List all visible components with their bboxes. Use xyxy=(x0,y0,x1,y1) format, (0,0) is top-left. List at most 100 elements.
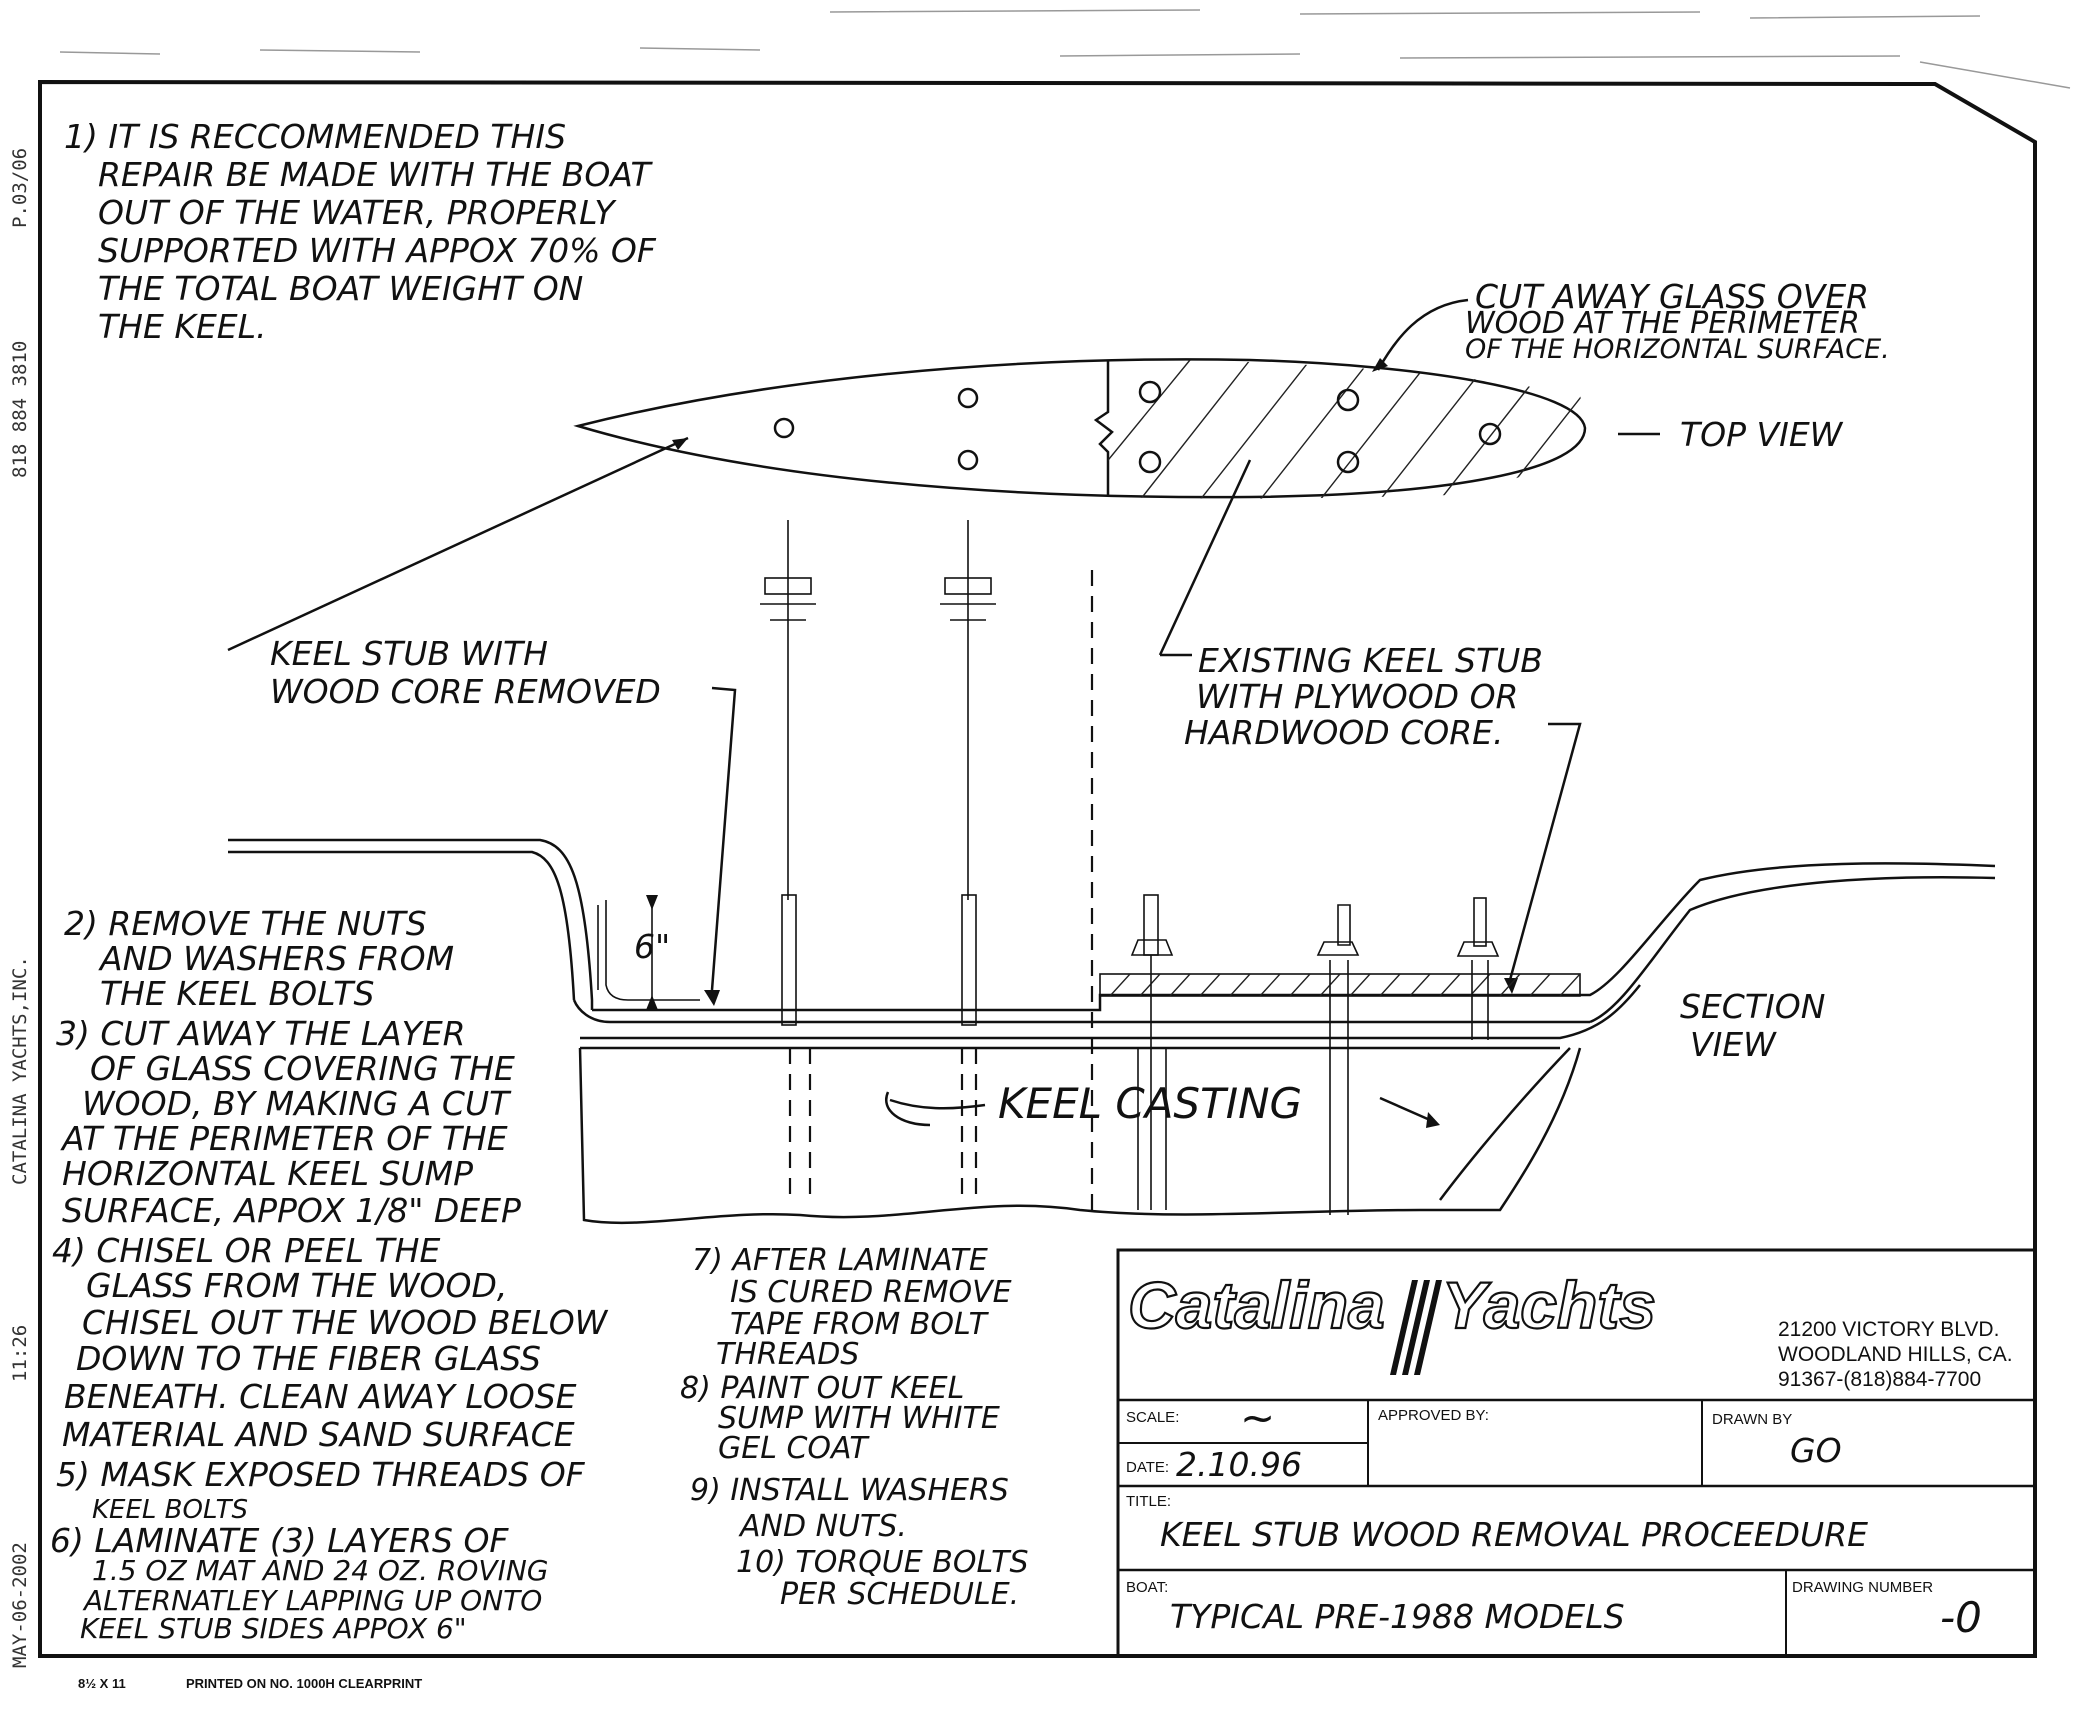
nut xyxy=(944,577,992,595)
footer: 8½ X 11 PRINTED ON NO. 1000H CLEARPRINT xyxy=(78,1676,422,1691)
fax-phone: 818 884 3810 xyxy=(9,341,31,478)
svg-text:THREADS: THREADS xyxy=(716,1337,859,1372)
svg-text:6) LAMINATE (3) LAYERS OF: 6) LAMINATE (3) LAYERS OF xyxy=(50,1521,509,1560)
svg-text:WOOD CORE REMOVED: WOOD CORE REMOVED xyxy=(270,672,661,711)
title-label: TITLE: xyxy=(1126,1493,1171,1510)
svg-text:MATERIAL AND SAND SURFACE: MATERIAL AND SAND SURFACE xyxy=(62,1415,575,1454)
top-view: TOP VIEW xyxy=(573,358,1844,499)
steps-right: 7) AFTER LAMINATE IS CURED REMOVE TAPE F… xyxy=(680,1243,1029,1612)
drawn-label: DRAWN BY xyxy=(1712,1411,1792,1428)
keel-stub-outline-top xyxy=(573,358,1587,499)
logo-mast-mark-icon xyxy=(1390,1280,1442,1375)
section-view: 6" xyxy=(228,838,1996,1225)
svg-text:AND NUTS.: AND NUTS. xyxy=(738,1509,907,1544)
nut xyxy=(764,577,812,595)
svg-text:WOOD AT THE PERIMETER: WOOD AT THE PERIMETER xyxy=(1465,306,1860,341)
svg-text:HARDWOOD CORE.: HARDWOOD CORE. xyxy=(1184,713,1504,752)
svg-text:Catalina: Catalina xyxy=(1128,1268,1385,1342)
svg-text:BENEATH. CLEAN AWAY LOOSE: BENEATH. CLEAN AWAY LOOSE xyxy=(64,1377,577,1416)
keel-stub-removed-note: KEEL STUB WITH WOOD CORE REMOVED xyxy=(227,436,737,1006)
svg-text:WOOD, BY MAKING A CUT: WOOD, BY MAKING A CUT xyxy=(82,1084,512,1123)
svg-text:PER SCHEDULE.: PER SCHEDULE. xyxy=(780,1577,1019,1612)
svg-text:9) INSTALL WASHERS: 9) INSTALL WASHERS xyxy=(690,1473,1009,1508)
address-line: 91367-(818)884-7700 xyxy=(1778,1368,1981,1391)
svg-text:TAPE FROM BOLT: TAPE FROM BOLT xyxy=(730,1307,990,1342)
plywood-core-hatch xyxy=(1108,359,1583,499)
svg-text:OF THE HORIZONTAL SURFACE.: OF THE HORIZONTAL SURFACE. xyxy=(1465,334,1890,365)
svg-text:KEEL CASTING: KEEL CASTING xyxy=(998,1079,1302,1128)
existing-keel-stub-note: EXISTING KEEL STUB WITH PLYWOOD OR HARDW… xyxy=(1158,459,1582,994)
fax-company: CATALINA YACHTS,INC. xyxy=(9,956,31,1185)
scale-label: SCALE: xyxy=(1126,1409,1179,1426)
svg-text:ALTERNATLEY LAPPING UP ONTO: ALTERNATLEY LAPPING UP ONTO xyxy=(82,1584,542,1617)
bolt-hole xyxy=(957,449,979,471)
svg-text:1) IT IS RECCOMMENDED THIS: 1) IT IS RECCOMMENDED THIS xyxy=(64,117,566,156)
drawing-number-label: DRAWING NUMBER xyxy=(1792,1579,1933,1596)
bolt-hole xyxy=(1138,450,1162,474)
svg-text:SURFACE, APPOX 1/8" DEEP: SURFACE, APPOX 1/8" DEEP xyxy=(62,1191,521,1230)
svg-text:OUT OF THE WATER, PROPERLY: OUT OF THE WATER, PROPERLY xyxy=(98,193,617,232)
printed-on: PRINTED ON NO. 1000H CLEARPRINT xyxy=(186,1676,422,1691)
svg-text:AT THE PERIMETER OF THE: AT THE PERIMETER OF THE xyxy=(60,1119,508,1158)
cut-away-note: CUT AWAY GLASS OVER WOOD AT THE PERIMETE… xyxy=(1372,277,1890,372)
date-label: DATE: xyxy=(1126,1459,1169,1476)
svg-text:IS CURED REMOVE: IS CURED REMOVE xyxy=(730,1275,1012,1310)
bolt-hole xyxy=(1336,450,1360,474)
svg-text:EXISTING KEEL STUB: EXISTING KEEL STUB xyxy=(1198,641,1543,680)
top-view-label: TOP VIEW xyxy=(1680,415,1844,454)
fax-date: MAY-06-2002 xyxy=(9,1542,31,1668)
drawing-title: KEEL STUB WOOD REMOVAL PROCEEDURE xyxy=(1160,1515,1868,1554)
bolt-hole xyxy=(1336,388,1360,412)
svg-text:10) TORQUE BOLTS: 10) TORQUE BOLTS xyxy=(736,1545,1029,1580)
drawing-number-value: -0 xyxy=(1940,1593,1982,1642)
dimension-6in: 6" xyxy=(634,927,670,966)
svg-text:5) MASK EXPOSED THREADS OF: 5) MASK EXPOSED THREADS OF xyxy=(56,1455,586,1494)
keel-casting-label: KEEL CASTING xyxy=(885,1079,1440,1128)
svg-text:4) CHISEL OR PEEL THE: 4) CHISEL OR PEEL THE xyxy=(52,1231,440,1270)
svg-text:2) REMOVE THE NUTS: 2) REMOVE THE NUTS xyxy=(64,904,427,943)
svg-text:THE KEEL.: THE KEEL. xyxy=(98,307,267,346)
svg-text:CHISEL OUT THE WOOD BELOW: CHISEL OUT THE WOOD BELOW xyxy=(82,1303,609,1342)
svg-text:THE TOTAL BOAT WEIGHT ON: THE TOTAL BOAT WEIGHT ON xyxy=(98,269,583,308)
note-1: 1) IT IS RECCOMMENDED THIS REPAIR BE MAD… xyxy=(64,117,657,346)
svg-text:3) CUT AWAY THE LAYER: 3) CUT AWAY THE LAYER xyxy=(56,1014,466,1053)
svg-text:REPAIR BE MADE WITH THE BOAT: REPAIR BE MADE WITH THE BOAT xyxy=(98,155,653,194)
svg-text:KEEL STUB SIDES APPOX 6": KEEL STUB SIDES APPOX 6" xyxy=(80,1612,467,1645)
boat-label: BOAT: xyxy=(1126,1579,1168,1596)
svg-text:GLASS FROM THE WOOD,: GLASS FROM THE WOOD, xyxy=(86,1266,507,1305)
break-line xyxy=(1093,360,1114,497)
svg-text:OF GLASS COVERING THE: OF GLASS COVERING THE xyxy=(90,1049,515,1088)
approved-label: APPROVED BY: xyxy=(1378,1407,1489,1424)
svg-text:SECTION: SECTION xyxy=(1680,987,1825,1026)
paper-size: 8½ X 11 xyxy=(78,1676,126,1691)
bolt-hole xyxy=(1138,380,1162,404)
fax-page: P.03/06 xyxy=(9,148,31,228)
svg-text:CUT AWAY GLASS OVER: CUT AWAY GLASS OVER xyxy=(1475,277,1869,316)
scan-noise xyxy=(59,9,2071,89)
svg-text:SUPPORTED WITH APPOX 70% OF: SUPPORTED WITH APPOX 70% OF xyxy=(98,231,657,270)
svg-text:Yachts: Yachts xyxy=(1442,1268,1656,1342)
svg-text:HORIZONTAL KEEL SUMP: HORIZONTAL KEEL SUMP xyxy=(62,1154,473,1193)
bolt-hole xyxy=(1478,422,1502,446)
address-line: 21200 VICTORY BLVD. xyxy=(1778,1318,1999,1341)
bolt-hole xyxy=(773,417,795,439)
svg-text:GEL COAT: GEL COAT xyxy=(718,1431,870,1466)
fax-header: MAY-06-2002 11:26 CATALINA YACHTS,INC. 8… xyxy=(9,148,31,1668)
svg-text:8) PAINT OUT KEEL: 8) PAINT OUT KEEL xyxy=(680,1371,964,1406)
address-line: WOODLAND HILLS, CA. xyxy=(1778,1343,2013,1366)
svg-text:1.5 OZ MAT AND 24 OZ. ROVING: 1.5 OZ MAT AND 24 OZ. ROVING xyxy=(92,1554,549,1587)
section-view-label: SECTION VIEW xyxy=(1680,987,1825,1064)
drawn-value: GO xyxy=(1790,1431,1842,1470)
title-block: Catalina Yachts 21200 VICTORY BLVD. WOOD… xyxy=(1116,1248,2037,1658)
svg-text:SUMP WITH WHITE: SUMP WITH WHITE xyxy=(718,1401,1000,1436)
svg-text:VIEW: VIEW xyxy=(1690,1025,1777,1064)
svg-text:KEEL BOLTS: KEEL BOLTS xyxy=(92,1495,248,1525)
steps-left: 2) REMOVE THE NUTS AND WASHERS FROM THE … xyxy=(50,904,609,1645)
svg-text:DOWN TO THE FIBER GLASS: DOWN TO THE FIBER GLASS xyxy=(76,1339,541,1378)
date-value: 2.10.96 xyxy=(1176,1445,1302,1484)
svg-text:THE KEEL BOLTS: THE KEEL BOLTS xyxy=(100,974,374,1013)
bolt-hole xyxy=(957,387,979,409)
boat-value: TYPICAL PRE-1988 MODELS xyxy=(1170,1597,1625,1636)
